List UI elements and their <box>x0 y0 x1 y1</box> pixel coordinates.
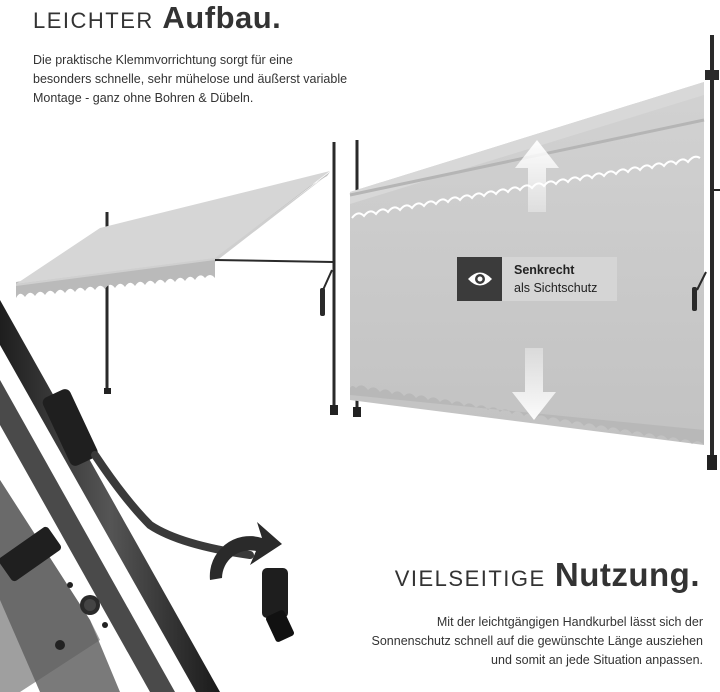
arrow-down-icon <box>512 348 556 420</box>
heading-bottom-light: VIELSEITIGE <box>394 566 546 591</box>
arrow-up-icon <box>515 140 559 212</box>
crank-closeup <box>0 300 294 692</box>
badge-subtitle: als Sichtschutz <box>514 281 598 295</box>
orientation-badge: Senkrecht als Sichtschutz <box>457 257 617 301</box>
eye-icon <box>457 257 502 301</box>
angled-awning <box>16 142 338 415</box>
heading-top-light: LEICHTER <box>33 8 154 33</box>
intro-text: Die praktische Klemmvorrichtung sorgt fü… <box>33 53 348 105</box>
heading-bottom-bold: Nutzung. <box>554 556 700 593</box>
usage-text: Mit der leichtgängigen Handkurbel lässt … <box>371 615 704 667</box>
vertical-screen <box>349 35 720 470</box>
heading-top: LEICHTER Aufbau. <box>33 0 281 36</box>
badge-title: Senkrecht <box>514 263 575 277</box>
heading-bottom: VIELSEITIGE Nutzung. <box>395 556 700 594</box>
heading-top-bold: Aufbau. <box>162 0 282 35</box>
